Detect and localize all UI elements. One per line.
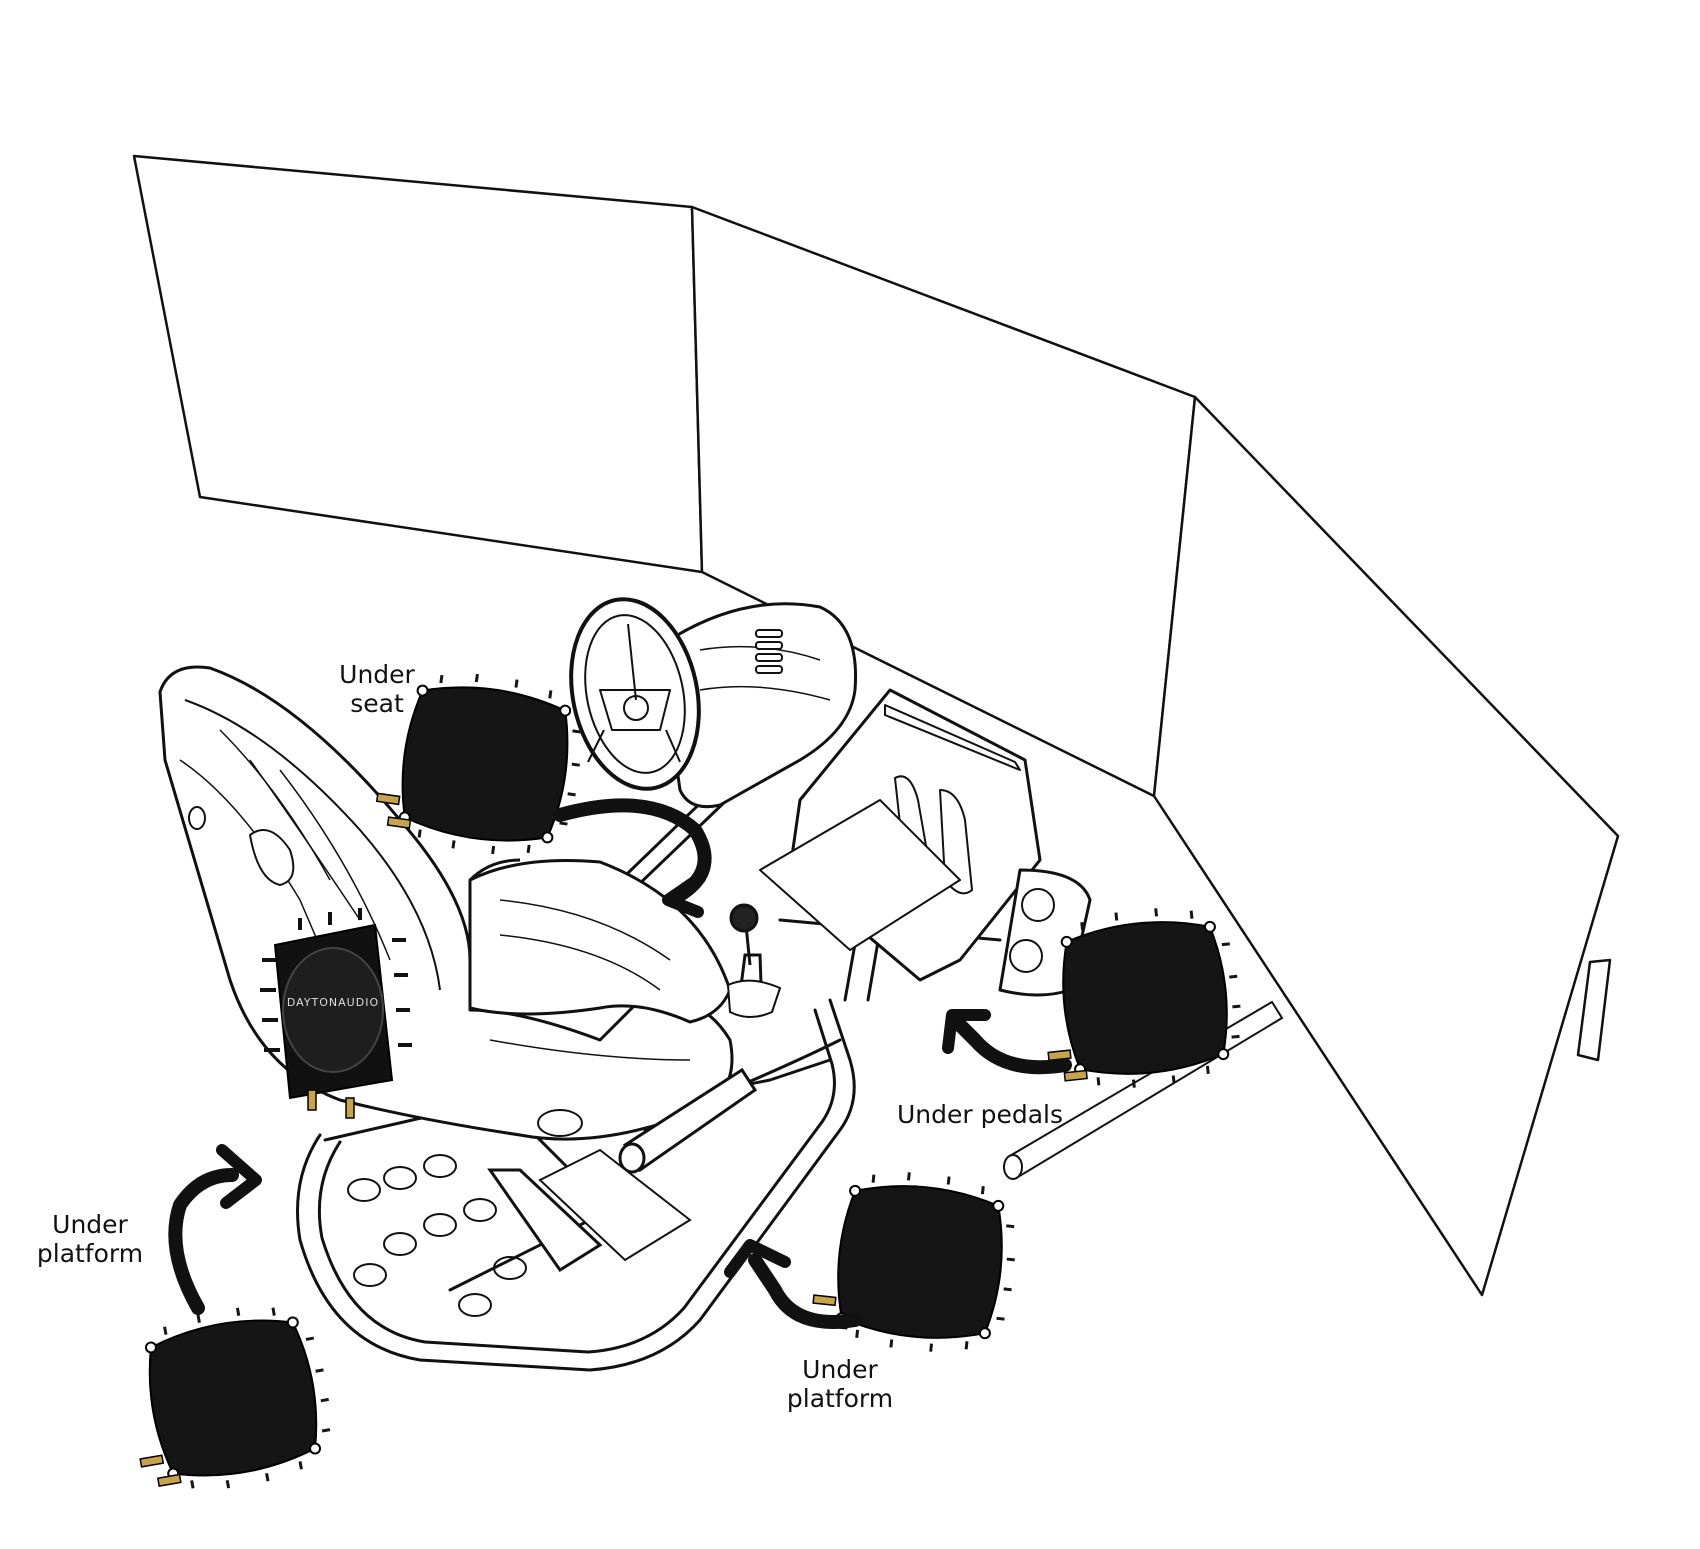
gear-shifter — [726, 903, 782, 1018]
label-under-platform-right-line2: platform — [786, 1384, 894, 1413]
left-screen — [132, 154, 704, 574]
label-under-platform-left-line1: Under — [52, 1210, 128, 1239]
label-under-platform-left: Under platform — [25, 1210, 155, 1268]
seat-mounted-transducer: DAYTONAUDIO — [260, 908, 412, 1119]
label-under-seat-line1: Under — [339, 660, 415, 689]
right-screen-mount — [1576, 958, 1612, 1062]
label-under-seat-line2: seat — [350, 689, 404, 718]
right-screen — [1152, 395, 1620, 1297]
transducer-under-platform-right — [807, 1162, 1025, 1361]
steering-assembly — [569, 597, 858, 809]
label-under-seat: Under seat — [322, 660, 432, 718]
brand-label: DAYTONAUDIO — [287, 996, 379, 1009]
platform-tubes — [487, 1067, 758, 1273]
arrows — [168, 798, 1072, 1329]
platform-holes — [347, 1154, 527, 1317]
label-under-pedals-text: Under pedals — [896, 1100, 1064, 1129]
label-under-pedals: Under pedals — [890, 1100, 1070, 1129]
transducer-under-platform-left — [115, 1293, 343, 1504]
label-under-platform-left-line2: platform — [36, 1239, 144, 1268]
label-under-platform-right-line1: Under — [802, 1355, 878, 1384]
arrow-platform-right — [748, 1253, 862, 1329]
arrow-pedals — [948, 1013, 1072, 1075]
arrow-platform-left — [168, 1168, 239, 1315]
monitor-screens — [132, 154, 1620, 1297]
wheel-base — [658, 602, 858, 809]
label-under-platform-right: Under platform — [775, 1355, 905, 1413]
